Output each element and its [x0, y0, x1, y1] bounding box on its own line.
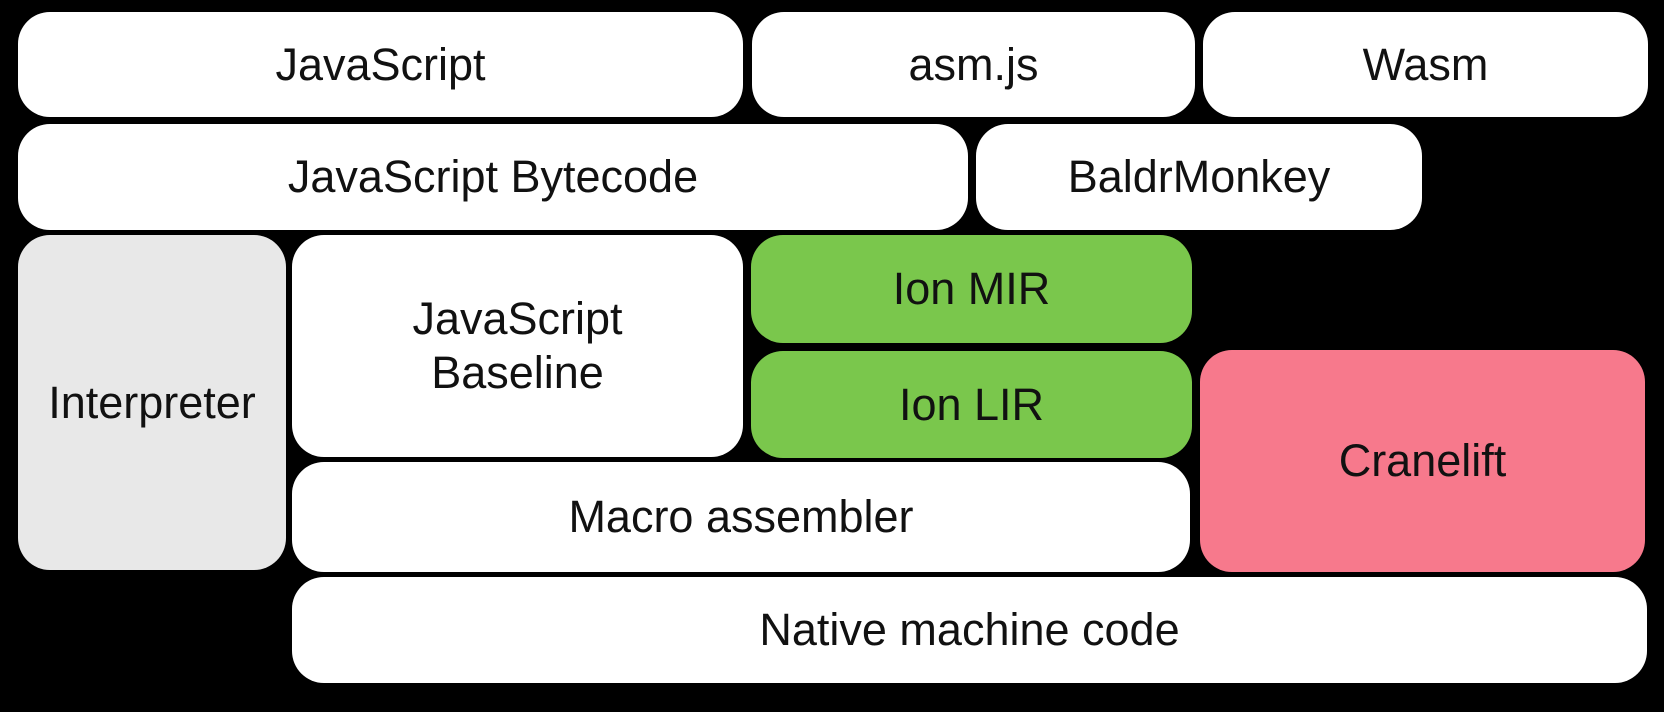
box-ion-mir-label: Ion MIR	[892, 263, 1051, 314]
box-javascript-bytecode-label: JavaScript Bytecode	[287, 151, 699, 202]
box-interpreter: Interpreter	[18, 235, 286, 570]
box-ion-mir: Ion MIR	[751, 235, 1192, 343]
box-javascript-bytecode: JavaScript Bytecode	[18, 124, 968, 230]
box-native-machine-code: Native machine code	[292, 577, 1647, 683]
box-ion-lir-label: Ion LIR	[898, 378, 1045, 430]
box-javascript: JavaScript	[18, 12, 743, 117]
box-javascript-baseline: JavaScript Baseline	[292, 235, 743, 457]
box-baldrmonkey-label: BaldrMonkey	[1067, 151, 1331, 202]
box-javascript-label: JavaScript	[275, 38, 486, 90]
box-ion-lir: Ion LIR	[751, 351, 1192, 458]
box-baldrmonkey: BaldrMonkey	[976, 124, 1422, 230]
box-wasm-label: Wasm	[1362, 38, 1489, 90]
box-asmjs: asm.js	[752, 12, 1195, 117]
box-native-machine-code-label: Native machine code	[759, 604, 1180, 655]
box-macro-assembler: Macro assembler	[292, 462, 1190, 572]
box-cranelift-label: Cranelift	[1338, 435, 1507, 486]
box-interpreter-label: Interpreter	[48, 376, 256, 428]
box-cranelift: Cranelift	[1200, 350, 1645, 572]
box-asmjs-label: asm.js	[908, 38, 1039, 90]
box-macro-assembler-label: Macro assembler	[568, 491, 914, 542]
box-wasm: Wasm	[1203, 12, 1648, 117]
box-javascript-baseline-label: JavaScript Baseline	[412, 293, 623, 398]
